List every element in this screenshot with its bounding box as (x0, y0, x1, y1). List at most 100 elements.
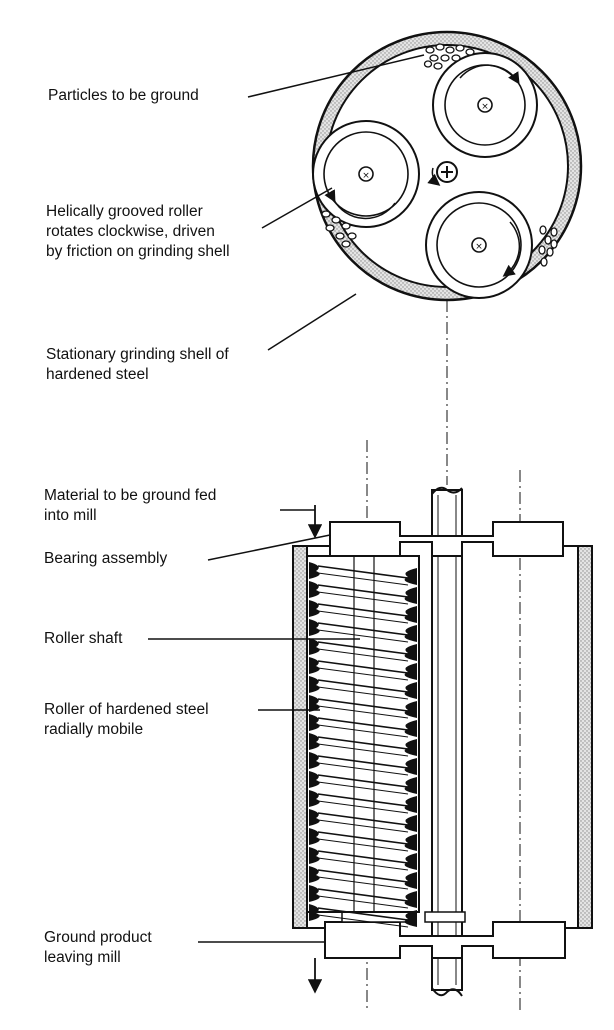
roller-groove-line (317, 755, 409, 769)
roller-groove-tooth (309, 714, 320, 731)
roller-groove-tooth (309, 657, 320, 674)
label-particles: Particles to be ground (48, 87, 199, 104)
roller-groove-tooth (404, 739, 417, 756)
roller-groove-tooth (404, 891, 417, 908)
roller-groove-tooth (404, 834, 417, 851)
roller-groove-tooth (404, 644, 417, 661)
roller-groove-line (317, 686, 409, 700)
roller-groove-tooth (309, 581, 320, 598)
label-roller-shaft: Roller shaft (44, 630, 123, 647)
roller-groove-line (317, 857, 409, 871)
roller-groove-line (317, 648, 409, 662)
roller-groove-line (317, 679, 409, 693)
roller-groove-tooth (404, 720, 417, 737)
particles-left (321, 210, 357, 248)
svg-text:×: × (481, 102, 489, 112)
roller-groove-line (317, 667, 409, 681)
roller-groove-tooth (404, 796, 417, 813)
roller-groove-tooth (404, 682, 417, 699)
roller-groove-tooth (404, 815, 417, 832)
roller-groove-line (317, 572, 409, 586)
roller-groove-line (317, 762, 409, 776)
roller-groove-line (317, 724, 409, 738)
roller-groove-tooth (309, 733, 320, 750)
roller-groove-line (317, 838, 409, 852)
roller-groove-tooth (309, 695, 320, 712)
shell-wall-right (577, 545, 593, 929)
svg-text:×: × (362, 171, 370, 181)
roller-groove-line (317, 831, 409, 845)
roller-groove-tooth (404, 701, 417, 718)
roller-groove-tooth (309, 866, 320, 883)
roller-groove-tooth (309, 828, 320, 845)
roller-groove-line (317, 743, 409, 757)
roller-groove-line (317, 914, 409, 928)
label-roller-steel: Roller of hardened steel radially mobile (44, 701, 209, 738)
roller-groove-tooth (404, 625, 417, 642)
particles-right (538, 225, 558, 267)
roller-groove-tooth (404, 606, 417, 623)
roller-groove-line (317, 869, 409, 883)
roller-groove-line (317, 603, 409, 617)
roller-groove-tooth (404, 568, 417, 585)
roller-groove-tooth (309, 771, 320, 788)
label-material-fed: Material to be ground fed into mill (44, 487, 217, 524)
roller-groove-line (317, 591, 409, 605)
roller-groove-line (317, 705, 409, 719)
roller-groove-line (317, 736, 409, 750)
roller-bottom-right: × (425, 191, 533, 299)
roller-groove-tooth (309, 752, 320, 769)
roller-groove-line (317, 812, 409, 826)
roller-groove-line (317, 793, 409, 807)
roller-groove-tooth (404, 910, 417, 927)
roller-groove-line (317, 660, 409, 674)
roller-groove-line (317, 800, 409, 814)
roller-groove-tooth (404, 853, 417, 870)
roller-groove-line (317, 876, 409, 890)
roller-groove-line (317, 774, 409, 788)
bearing-assembly-bottom (324, 921, 566, 959)
roller-groove-tooth (309, 790, 320, 807)
roller-groove-tooth (309, 904, 320, 921)
roller-groove-line (317, 622, 409, 636)
roller-top-right: × (432, 52, 538, 158)
roller-groove-tooth (309, 600, 320, 617)
roller-groove-line (317, 717, 409, 731)
roller-groove-tooth (404, 777, 417, 794)
label-bearing-assembly: Bearing assembly (44, 550, 168, 567)
central-shaft-top (427, 161, 458, 186)
roller-groove-tooth (404, 758, 417, 775)
roller-groove-tooth (309, 809, 320, 826)
helical-roller (309, 562, 417, 928)
shell-wall-left (292, 545, 308, 929)
roller-groove-line (317, 819, 409, 833)
roller-groove-line (317, 641, 409, 655)
main-shaft (431, 489, 463, 991)
roller-groove-line (317, 781, 409, 795)
cross-section-view: × × × (311, 30, 583, 302)
roller-groove-tooth (404, 663, 417, 680)
roller-groove-line (317, 850, 409, 864)
roller-groove-line (317, 907, 409, 921)
roller-groove-line (317, 888, 409, 902)
label-grinding-shell: Stationary grinding shell of hardened st… (46, 346, 229, 383)
bearing-assembly-top (329, 521, 564, 557)
roller-groove-tooth (309, 676, 320, 693)
roller-groove-line (317, 895, 409, 909)
label-ground-product: Ground product leaving mill (44, 929, 152, 966)
roller-groove-line (317, 629, 409, 643)
particles-top (423, 43, 475, 70)
roller-groove-tooth (309, 619, 320, 636)
roller-groove-tooth (309, 638, 320, 655)
roller-groove-line (317, 698, 409, 712)
roller-groove-tooth (404, 587, 417, 604)
elevation-view (280, 440, 593, 1010)
roller-groove-tooth (309, 885, 320, 902)
leader-lines (148, 54, 425, 943)
roller-groove-line (317, 610, 409, 624)
roller-groove-tooth (309, 847, 320, 864)
roller-groove-line (317, 584, 409, 598)
roller-left: × (312, 120, 420, 228)
